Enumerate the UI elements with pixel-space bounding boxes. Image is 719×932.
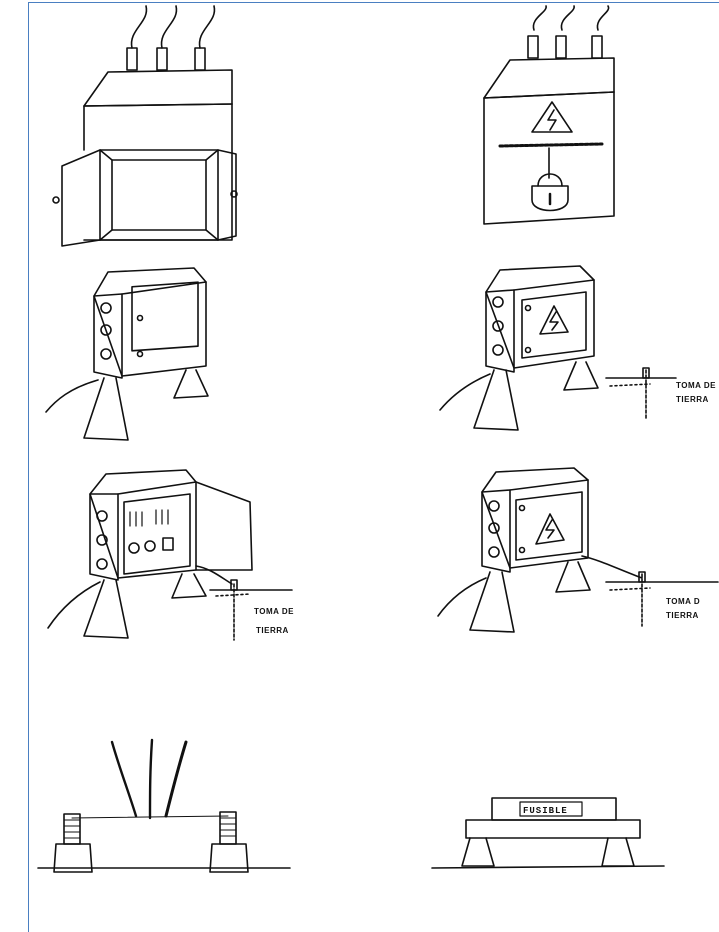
lightning-warning-icon <box>536 514 564 544</box>
fuse-label: FUSIBLE <box>523 806 568 816</box>
padlock-icon <box>532 174 568 211</box>
open-cabinet <box>53 6 237 246</box>
earth-label-line2: TIERRA <box>256 626 289 635</box>
locked-cabinet <box>484 6 614 224</box>
earth-label-line1: TOMA D <box>666 597 700 606</box>
bridged-terminals <box>38 740 290 872</box>
earth-label-line1: TOMA DE <box>254 607 294 616</box>
portable-box-closed-earthed: TOMA D TIERRA <box>438 468 718 632</box>
lightning-warning-icon <box>540 306 568 334</box>
portable-box-earthed: TOMA DE TIERRA <box>440 266 716 430</box>
fuse-holder: FUSIBLE <box>432 798 664 868</box>
portable-box-plain <box>46 268 208 440</box>
earth-label-line2: TIERRA <box>666 611 699 620</box>
portable-box-open-earthed: TOMA DE TIERRA <box>48 470 294 640</box>
earth-label-line2: TIERRA <box>676 395 709 404</box>
earth-label-line1: TOMA DE <box>676 381 716 390</box>
